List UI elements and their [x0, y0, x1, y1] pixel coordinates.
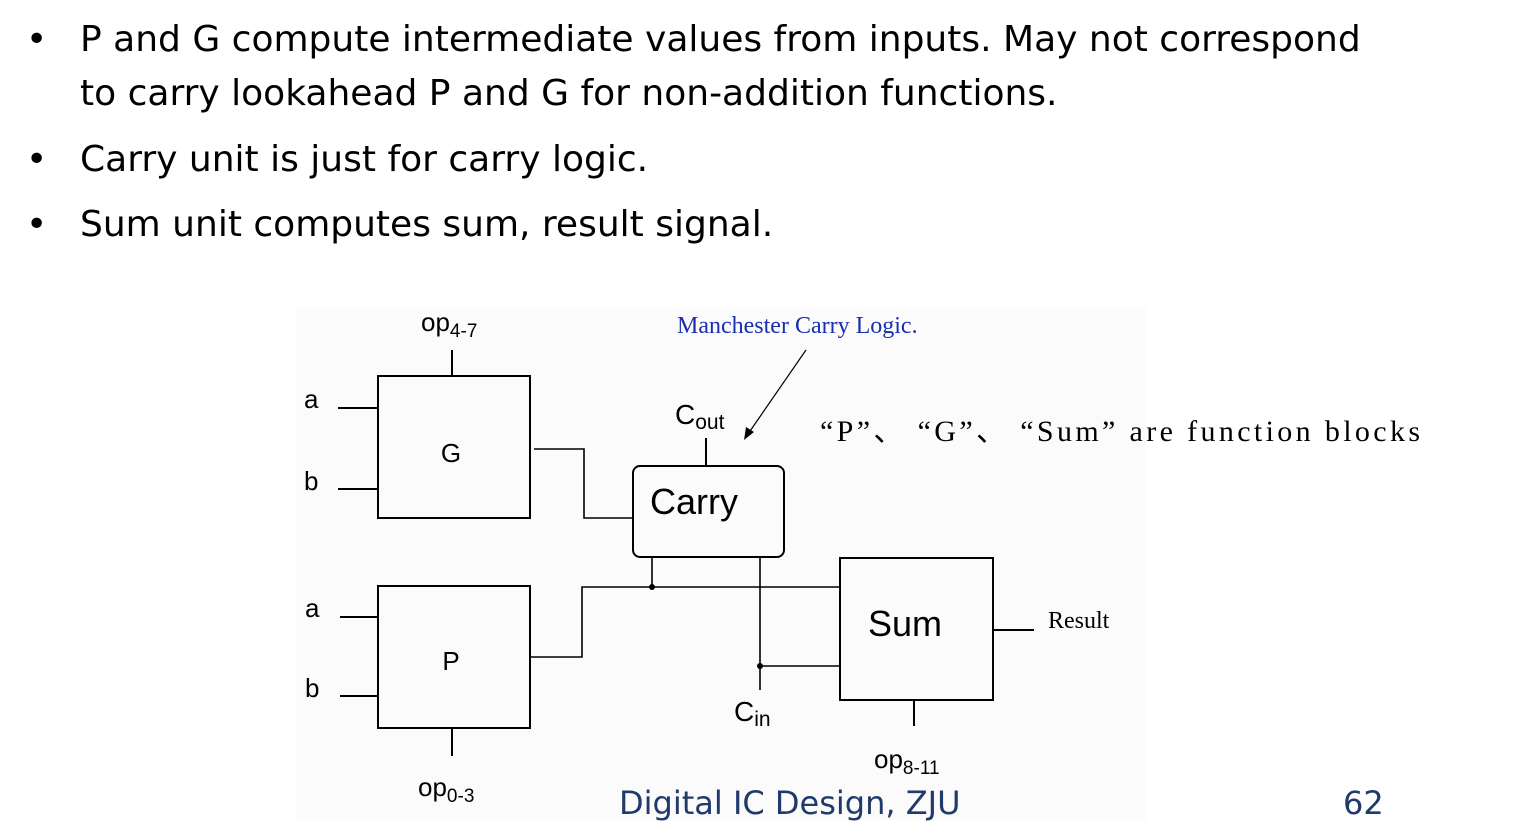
- p-op-base: op: [418, 772, 447, 802]
- p-block-label: P: [442, 646, 459, 676]
- carry-block: [632, 465, 785, 558]
- sum-op-subscript: 8-11: [903, 758, 940, 779]
- bullet-dot: •: [26, 204, 48, 245]
- bullet-1-line-2: to carry lookahead P and G for non-addit…: [80, 73, 1058, 114]
- cout-subscript: out: [695, 411, 724, 434]
- arrow-head-icon: [744, 427, 754, 440]
- p-input-b-label: b: [305, 673, 319, 703]
- cout-base: C: [675, 399, 695, 430]
- footer-title: Digital IC Design, ZJU: [619, 784, 961, 822]
- bullet-2-text: Carry unit is just for carry logic.: [80, 139, 649, 180]
- diagram-background: [296, 308, 1146, 820]
- bullet-3-text: Sum unit computes sum, result signal.: [80, 204, 774, 245]
- manchester-arrow-line: [747, 349, 807, 435]
- g-block-label: G: [441, 438, 461, 468]
- g-op-base: op: [421, 307, 450, 337]
- p-input-a-label: a: [305, 593, 320, 623]
- cout-label: Cout: [675, 399, 725, 434]
- bullet-dot: •: [26, 139, 48, 180]
- result-label: Result: [1048, 608, 1110, 634]
- p-op-subscript: 0-3: [447, 786, 474, 807]
- bullet-1-line-1: P and G compute intermediate values from…: [80, 19, 1361, 60]
- cin-label: Cin: [734, 696, 771, 731]
- bullet-dot: •: [26, 19, 48, 60]
- cin-subscript: in: [754, 708, 770, 731]
- carry-block-label: Carry: [650, 481, 738, 522]
- page-number: 62: [1343, 784, 1384, 822]
- g-to-carry-wire: [534, 448, 633, 519]
- cin-base: C: [734, 696, 754, 727]
- g-input-b-label: b: [304, 466, 318, 496]
- sum-op-base: op: [874, 744, 903, 774]
- g-block: [377, 375, 531, 519]
- function-blocks-note: “P”、 “G”、 “Sum” are function blocks: [820, 415, 1420, 448]
- g-op-subscript: 4-7: [450, 321, 477, 342]
- sum-block-label: Sum: [868, 603, 942, 644]
- sum-op-label: op8-11: [874, 744, 940, 779]
- p-to-sum-wire: [530, 586, 840, 658]
- manchester-carry-logic-note: Manchester Carry Logic.: [677, 313, 918, 339]
- p-op-label: op0-3: [418, 772, 474, 807]
- junction-dot: [649, 584, 655, 590]
- g-op-label: op4-7: [421, 307, 477, 342]
- junction-dot: [757, 663, 763, 669]
- g-input-a-label: a: [304, 384, 319, 414]
